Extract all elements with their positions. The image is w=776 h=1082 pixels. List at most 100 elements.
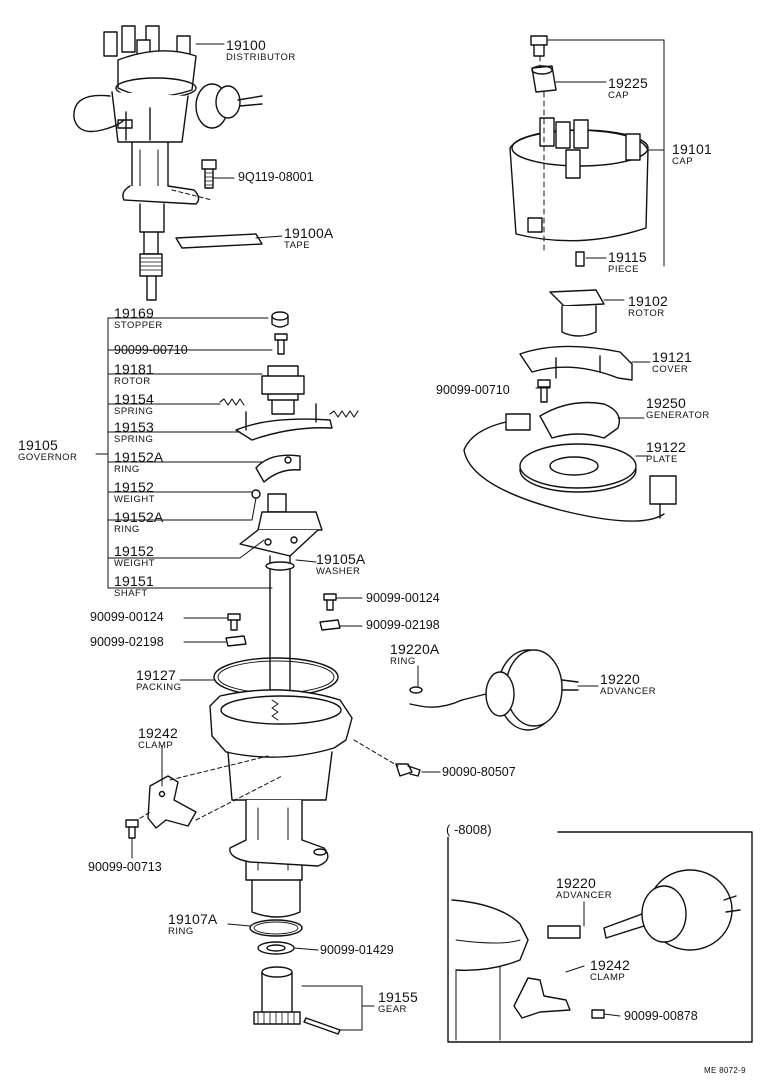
cap-set-illustration	[509, 35, 649, 267]
label-ring-19152a-2: 19152A RING	[114, 510, 163, 535]
leader-lines	[95, 39, 665, 1031]
label-cap-clip: 19225 CAP	[608, 76, 648, 101]
drawing-code: ME 8072-9	[704, 1066, 746, 1075]
label-clamp: 19242 CLAMP	[138, 726, 178, 751]
label-piece: 19115 PIECE	[608, 250, 647, 275]
screw-90099-00710-right-illustration	[537, 379, 551, 403]
oring-19107a-illustration	[249, 919, 303, 937]
part-name: CAP	[672, 156, 694, 167]
housing-illustration	[209, 689, 353, 918]
part-number: 19115	[608, 249, 647, 265]
label-washer-left: 90099-02198	[90, 635, 164, 649]
part-number: 19152	[114, 479, 154, 495]
part-name: RING	[390, 656, 416, 667]
screw-90099-00713-illustration	[125, 819, 139, 839]
inset-box	[447, 825, 753, 1043]
label-generator: 19250 GENERATOR	[646, 396, 710, 421]
label-screw-right: 90099-00124	[366, 591, 440, 605]
label-screw-left: 90099-00124	[90, 610, 164, 624]
part-number: 19152A	[114, 509, 164, 525]
label-washer-bottom: 90099-01429	[320, 943, 394, 957]
tape-illustration	[175, 233, 263, 249]
part-name: CLAMP	[138, 740, 174, 751]
label-gear: 19155 GEAR	[378, 990, 418, 1015]
advancer-19220-illustration	[409, 649, 579, 731]
label-inset-clamp: 19242 CLAMP	[590, 958, 630, 983]
label-screw-cover: 90099-00710	[436, 383, 510, 397]
part-name: RING	[114, 464, 140, 475]
gear-19155-illustration	[253, 966, 341, 1035]
label-washer-19105a: 19105A WASHER	[316, 552, 365, 577]
bolt-9q119-08001-illustration	[201, 159, 217, 189]
part-number: 19181	[114, 361, 154, 377]
part-number: 19152A	[114, 449, 164, 465]
part-number: 19107A	[168, 911, 218, 927]
cover-19121-illustration	[519, 345, 633, 381]
screw-washer-right-illustration	[319, 593, 341, 631]
label-weight-19152-2: 19152 WEIGHT	[114, 544, 155, 569]
part-name: GENERATOR	[646, 410, 710, 421]
part-number: 19151	[114, 573, 154, 589]
part-number: 19105	[18, 437, 58, 453]
label-spring-19154: 19154 SPRING	[114, 392, 154, 417]
label-ring-19220a: 19220A RING	[390, 642, 439, 667]
bolt-90090-80507-illustration	[353, 739, 421, 777]
part-number: 19169	[114, 305, 154, 321]
part-name: PLATE	[646, 454, 678, 465]
label-governor: 19105 GOVERNOR	[18, 438, 77, 463]
part-number: 19122	[646, 439, 686, 455]
part-name: CLAMP	[590, 972, 626, 983]
label-washer-right: 90099-02198	[366, 618, 440, 632]
distributor-assembly-illustration	[73, 25, 263, 301]
part-name: COVER	[652, 364, 689, 375]
part-number: 19102	[628, 293, 668, 309]
rotor-19102-illustration	[549, 289, 605, 337]
label-advancer: 19220 ADVANCER	[600, 672, 656, 697]
part-name: DISTRIBUTOR	[226, 52, 296, 63]
part-number: 19220	[600, 671, 640, 687]
part-number: 19155	[378, 989, 418, 1005]
part-name: SPRING	[114, 434, 154, 445]
part-name: RING	[168, 926, 194, 937]
part-number: 19242	[590, 957, 630, 973]
part-number: 19100	[226, 37, 266, 53]
part-name: GOVERNOR	[18, 452, 78, 463]
part-number: 19250	[646, 395, 686, 411]
part-name: CAP	[608, 90, 630, 101]
part-name: ROTOR	[628, 308, 665, 319]
generator-19250-illustration	[463, 401, 665, 522]
part-name: SHAFT	[114, 588, 148, 599]
label-cap: 19101 CAP	[672, 142, 712, 167]
part-number: 19101	[672, 141, 712, 157]
part-number: 19127	[136, 667, 176, 683]
part-name: ROTOR	[114, 376, 151, 387]
label-packing: 19127 PACKING	[136, 668, 182, 693]
part-name: WEIGHT	[114, 558, 155, 569]
washer-90099-01429-illustration	[257, 941, 295, 955]
part-name: WEIGHT	[114, 494, 155, 505]
part-number: 19100A	[284, 225, 334, 241]
part-name: SPRING	[114, 406, 154, 417]
label-cover: 19121 COVER	[652, 350, 692, 375]
part-name: PACKING	[136, 682, 182, 693]
label-rotor-19181: 19181 ROTOR	[114, 362, 154, 387]
plate-19122-illustration	[519, 443, 677, 519]
part-number: 19105A	[316, 551, 366, 567]
screw-washer-left-illustration	[225, 613, 247, 647]
part-number: 19121	[652, 349, 692, 365]
label-distributor: 19100 DISTRIBUTOR	[226, 38, 296, 63]
label-screw-clamp: 90099-00713	[88, 860, 162, 874]
label-rotor-19102: 19102 ROTOR	[628, 294, 668, 319]
part-name: STOPPER	[114, 320, 163, 331]
label-stopper: 19169 STOPPER	[114, 306, 163, 331]
label-spring-19153: 19153 SPRING	[114, 420, 154, 445]
part-number: 19153	[114, 419, 154, 435]
label-inset-screw: 90099-00878	[624, 1009, 698, 1023]
label-inset-advancer: 19220 ADVANCER	[556, 876, 612, 901]
part-name: WASHER	[316, 566, 361, 577]
part-name: RING	[114, 524, 140, 535]
part-number: 19220	[556, 875, 596, 891]
part-name: GEAR	[378, 1004, 407, 1015]
part-number: 19154	[114, 391, 154, 407]
part-name: PIECE	[608, 264, 640, 275]
